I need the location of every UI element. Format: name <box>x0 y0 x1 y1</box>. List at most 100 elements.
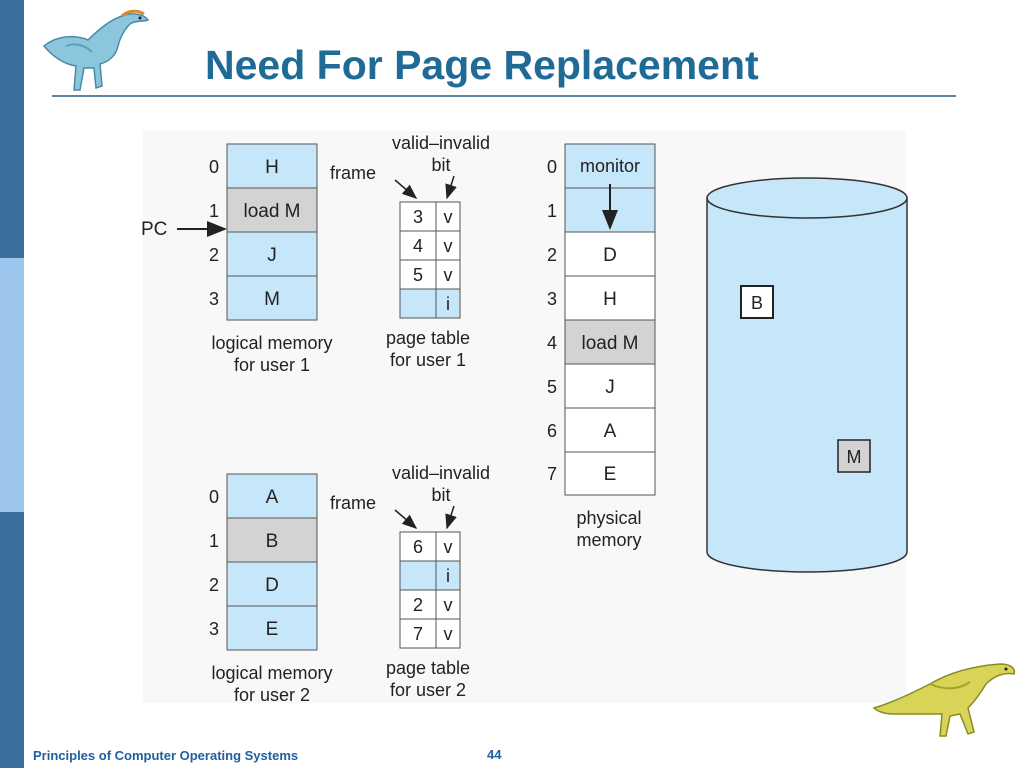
user1-page-0-index: 0 <box>209 157 219 177</box>
sidebar-stripe-top <box>0 0 24 258</box>
user1-page-3-label: M <box>264 289 280 310</box>
user2-pt-bit-0 <box>435 531 461 562</box>
phys-frame-0 <box>564 143 656 189</box>
disk-item-m-label: M <box>847 447 862 467</box>
title-divider <box>52 95 956 97</box>
user1-pt-bit-2-value: v <box>444 265 453 285</box>
backing-store-disk: B M <box>706 177 908 573</box>
user2-page-1-label: B <box>266 531 279 552</box>
user2-page-2-label: D <box>265 575 279 596</box>
user2-page-3 <box>226 605 318 651</box>
user1-page-table: valid–invalid bit frame 3 v 4 v 5 v i pa… <box>330 133 490 370</box>
disk-item-b <box>740 285 774 319</box>
phys-frame-4-index: 4 <box>547 333 557 353</box>
user2-page-0-label: A <box>266 487 279 508</box>
user1-page-0-label: H <box>265 157 279 178</box>
phys-frame-7 <box>564 451 656 496</box>
user2-bit-arrow <box>445 505 457 530</box>
disk-item-b-label: B <box>751 293 763 313</box>
user2-page-3-index: 3 <box>209 619 219 639</box>
user1-pt-bit-3-value: i <box>446 294 450 314</box>
user1-page-1 <box>226 187 318 233</box>
user1-pt-bit-1-value: v <box>444 236 453 256</box>
user1-valid-invalid-label-2: bit <box>431 155 450 175</box>
dinosaur-footer-icon <box>872 663 1016 737</box>
sidebar-stripe-bottom <box>0 512 24 768</box>
user2-valid-invalid-label-2: bit <box>431 485 450 505</box>
user1-page-0 <box>226 143 318 189</box>
user2-page-2 <box>226 561 318 607</box>
phys-frame-5 <box>564 363 656 409</box>
user2-page-3-label: E <box>266 619 279 640</box>
phys-frame-7-index: 7 <box>547 464 557 484</box>
user1-logical-caption-2: for user 1 <box>234 355 310 375</box>
user2-frame-label: frame <box>330 493 376 513</box>
user1-page-1-label: load M <box>243 201 300 222</box>
user1-pt-bit-0-value: v <box>444 207 453 227</box>
user2-pt-caption-1: page table <box>386 658 470 678</box>
disk-top <box>706 177 908 219</box>
user2-pt-bit-2-value: v <box>444 595 453 615</box>
phys-frame-4-label: load M <box>581 333 638 354</box>
user2-pt-caption-2: for user 2 <box>390 680 466 700</box>
user2-page-0 <box>226 473 318 519</box>
phys-frame-0-label: monitor <box>580 156 640 176</box>
phys-frame-1-index: 1 <box>547 201 557 221</box>
phys-frame-7-label: E <box>604 464 617 485</box>
user2-pt-frame-3-value: 7 <box>413 624 423 644</box>
physical-memory: monitor D H load M J A E 0 1 2 3 4 5 6 7… <box>547 143 656 550</box>
phys-frame-0-index: 0 <box>547 157 557 177</box>
user1-bit-arrow <box>445 175 457 200</box>
phys-frame-5-label: J <box>605 377 615 398</box>
user1-pt-frame-2 <box>399 259 437 290</box>
user1-valid-invalid-label-1: valid–invalid <box>392 133 490 153</box>
user1-logical-memory: H load M J M 0 1 2 3 logical memory for … <box>209 143 333 375</box>
user2-pt-frame-1 <box>399 560 437 591</box>
user2-page-2-index: 2 <box>209 575 219 595</box>
user1-page-3-index: 3 <box>209 289 219 309</box>
user1-pt-bit-0 <box>435 201 461 232</box>
footer-course-title: Principles of Computer Operating Systems <box>33 748 299 763</box>
user1-logical-caption-1: logical memory <box>211 333 332 353</box>
phys-frame-6-index: 6 <box>547 421 557 441</box>
user2-pt-bit-3 <box>435 618 461 649</box>
phys-frame-2 <box>564 231 656 277</box>
user2-pt-bit-0-value: v <box>444 537 453 557</box>
phys-frame-3-index: 3 <box>547 289 557 309</box>
pc-label: PC <box>141 219 167 240</box>
user2-pt-frame-0 <box>399 531 437 562</box>
page-number: 44 <box>487 747 502 762</box>
phys-frame-2-label: D <box>603 245 617 266</box>
user1-page-1-index: 1 <box>209 201 219 221</box>
physical-caption-2: memory <box>576 530 641 550</box>
slide-title: Need For Page Replacement <box>205 42 759 88</box>
user2-pt-bit-3-value: v <box>444 624 453 644</box>
user1-pt-caption-1: page table <box>386 328 470 348</box>
user1-pt-frame-0-value: 3 <box>413 207 423 227</box>
user2-page-1-index: 1 <box>209 531 219 551</box>
user1-page-2-index: 2 <box>209 245 219 265</box>
disk-body <box>706 197 908 573</box>
user2-pt-frame-2-value: 2 <box>413 595 423 615</box>
user2-logical-caption-1: logical memory <box>211 663 332 683</box>
user2-page-1 <box>226 517 318 563</box>
user2-valid-invalid-label-1: valid–invalid <box>392 463 490 483</box>
user2-pt-bit-1 <box>435 560 461 591</box>
user1-page-2-label: J <box>267 245 277 266</box>
user1-pt-frame-2-value: 5 <box>413 265 423 285</box>
user1-pt-caption-2: for user 1 <box>390 350 466 370</box>
user2-pt-bit-1-value: i <box>446 566 450 586</box>
physical-caption-1: physical <box>576 508 641 528</box>
user2-logical-caption-2: for user 2 <box>234 685 310 705</box>
disk-item-m <box>837 439 871 473</box>
user1-frame-arrow <box>394 179 418 199</box>
user1-page-3 <box>226 275 318 321</box>
user2-frame-arrow <box>394 509 418 529</box>
user2-page-table: valid–invalid bit frame 6 v i 2 v 7 v pa… <box>330 463 490 700</box>
phys-frame-3-label: H <box>603 289 617 310</box>
user1-pt-frame-1-value: 4 <box>413 236 423 256</box>
sidebar-stripe-middle <box>0 258 24 512</box>
user2-logical-memory: A B D E 0 1 2 3 logical memory for user … <box>209 473 333 705</box>
phys-frame-2-index: 2 <box>547 245 557 265</box>
